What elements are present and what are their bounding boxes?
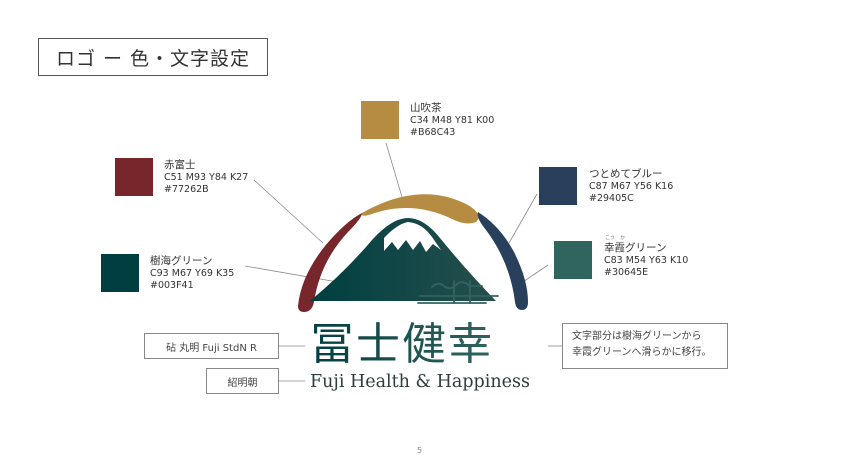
color-name: つとめてブルー	[589, 168, 663, 180]
swatch-kokasumi-green	[554, 241, 592, 279]
swatch-yamabukicha	[361, 101, 399, 139]
color-name: 赤富士	[164, 159, 196, 171]
color-info-jukai-green: 樹海グリーン C93 M67 Y69 K35 #003F41	[150, 254, 234, 292]
color-cmyk: C83 M54 Y63 K10	[604, 255, 689, 266]
logo-japanese-text: 冨士健幸	[310, 319, 494, 370]
jp-font-label-text: 砧 丸明 Fuji StdN R	[166, 342, 257, 354]
color-hex: #29405C	[589, 193, 634, 204]
page-title-text: ロゴ ー 色・文字設定	[55, 47, 251, 70]
jp-font-label: 砧 丸明 Fuji StdN R	[144, 333, 279, 359]
color-hex: #003F41	[150, 280, 194, 291]
logo-arc-red	[298, 213, 362, 312]
color-name: 樹海グリーン	[150, 255, 213, 267]
swatch-jukai-green	[101, 254, 139, 292]
color-name: 幸霞グリーン	[604, 242, 667, 254]
logo-mountain-snow	[384, 222, 441, 252]
color-info-yamabukicha: 山吹茶 C34 M48 Y81 K00 #B68C43	[410, 101, 494, 139]
color-hex: #77262B	[164, 184, 209, 195]
en-font-label-text: 紹明朝	[227, 377, 258, 389]
logo-english-text: Fuji Health & Happiness	[310, 372, 530, 392]
swatch-tsutomete-blue	[539, 167, 577, 205]
leader-line-yamabukicha	[385, 142, 403, 198]
swatch-akafuji	[115, 158, 153, 196]
logo-cloud-lines	[417, 280, 499, 304]
logo-arc-blue	[477, 212, 528, 310]
color-cmyk: C93 M67 Y69 K35	[150, 268, 235, 279]
leader-line-tsutomete	[508, 193, 538, 244]
color-name: 山吹茶	[410, 102, 442, 114]
page-number: 5	[417, 446, 423, 455]
color-hex: #B68C43	[410, 127, 456, 138]
color-info-kokasumi-green: こう か 幸霞グリーン C83 M54 Y63 K10 #30645E	[604, 236, 688, 279]
leader-line-akafuji	[253, 179, 324, 244]
logo-arc-gold	[361, 194, 479, 224]
note-line-1: 文字部分は樹海グリーンから	[572, 331, 702, 342]
logo-mountain	[310, 218, 496, 301]
en-font-label: 紹明朝	[206, 368, 279, 394]
note-line-2: 幸霞グリーンへ滑らかに移行。	[572, 347, 712, 358]
color-cmyk: C34 M48 Y81 K00	[410, 115, 495, 126]
color-cmyk: C51 M93 Y84 K27	[164, 172, 249, 183]
color-name-ruby: こう か	[605, 235, 626, 241]
gradient-note-box: 文字部分は樹海グリーンから 幸霞グリーンへ滑らかに移行。	[562, 323, 728, 369]
color-cmyk: C87 M67 Y56 K16	[589, 181, 674, 192]
page-title: ロゴ ー 色・文字設定	[38, 38, 268, 76]
color-info-tsutomete-blue: つとめてブルー C87 M67 Y56 K16 #29405C	[589, 167, 673, 205]
color-hex: #30645E	[604, 267, 649, 278]
color-info-akafuji: 赤富士 C51 M93 Y84 K27 #77262B	[164, 158, 248, 196]
